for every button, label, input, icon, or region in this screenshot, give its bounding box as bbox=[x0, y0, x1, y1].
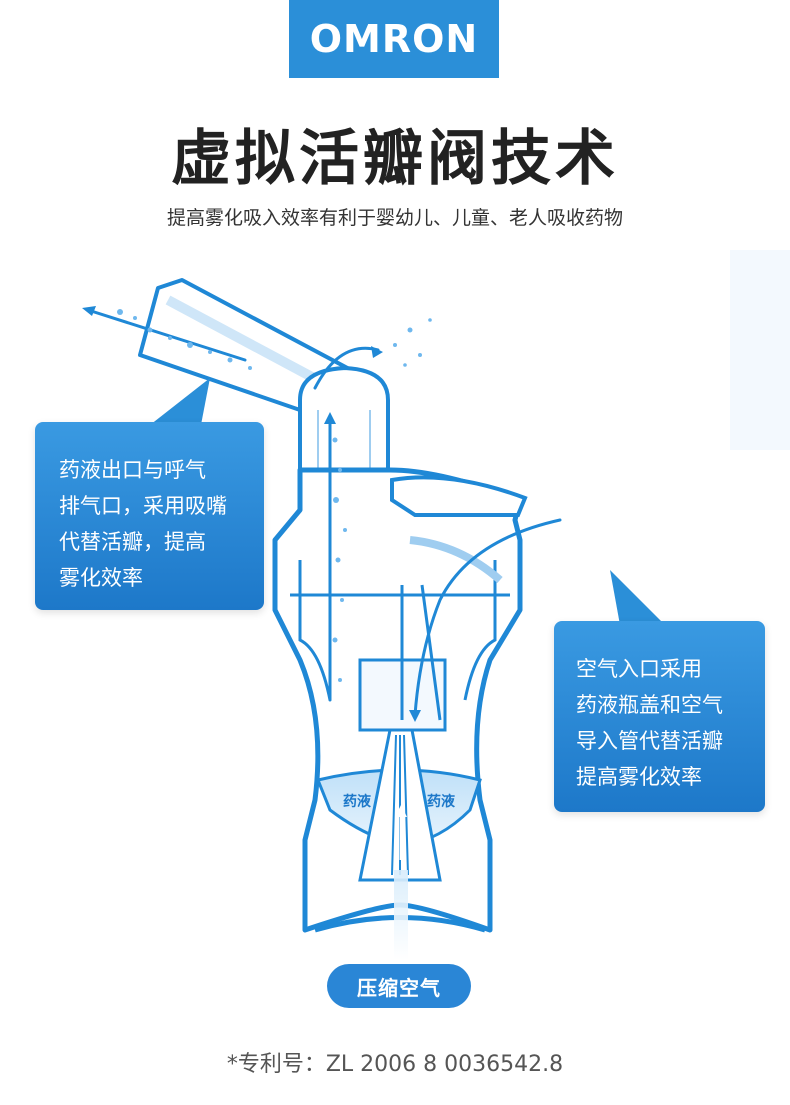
callout-left-line: 排气口，采用吸嘴 bbox=[59, 494, 227, 518]
callout-right: 空气入口采用 药液瓶盖和空气 导入管代替活瓣 提高雾化效率 bbox=[554, 621, 765, 812]
callout-left: 药液出口与呼气 排气口，采用吸嘴 代替活瓣，提高 雾化效率 bbox=[35, 422, 264, 610]
cap bbox=[390, 475, 528, 517]
nozzle bbox=[358, 728, 442, 882]
inner-chamber bbox=[290, 536, 510, 732]
mist-particles bbox=[117, 309, 432, 682]
page-subtitle: 提高雾化吸入效率有利于婴幼儿、儿童、老人吸收药物 bbox=[166, 207, 623, 229]
page-title: 虚拟活瓣阀技术 bbox=[171, 124, 619, 194]
nebulizer-diagram bbox=[82, 250, 790, 960]
arrow-heads bbox=[82, 306, 421, 722]
callout-left-line: 代替活瓣，提高 bbox=[59, 530, 206, 554]
brand-name: OMRON bbox=[309, 17, 479, 61]
callout-right-pointer bbox=[610, 570, 665, 625]
callout-right-line: 提高雾化效率 bbox=[576, 765, 702, 789]
liquid-label-right: 药液 bbox=[427, 794, 455, 810]
omron-logo: OMRON bbox=[289, 0, 499, 78]
compressed-air-badge: 压缩空气 bbox=[327, 964, 471, 1008]
callout-left-line: 雾化效率 bbox=[59, 566, 143, 590]
patent-number: *专利号：ZL 2006 8 0036542.8 bbox=[226, 1052, 564, 1077]
air-flow bbox=[394, 870, 408, 960]
background-glow bbox=[730, 250, 790, 450]
callout-left-pointer bbox=[150, 378, 210, 430]
airflow-arrows bbox=[86, 308, 562, 717]
callout-right-line: 药液瓶盖和空气 bbox=[576, 693, 723, 717]
liquid-label-left: 药液 bbox=[343, 794, 371, 810]
callout-right-line: 空气入口采用 bbox=[576, 657, 702, 681]
callout-right-line: 导入管代替活瓣 bbox=[576, 729, 723, 753]
callout-left-line: 药液出口与呼气 bbox=[59, 458, 206, 482]
